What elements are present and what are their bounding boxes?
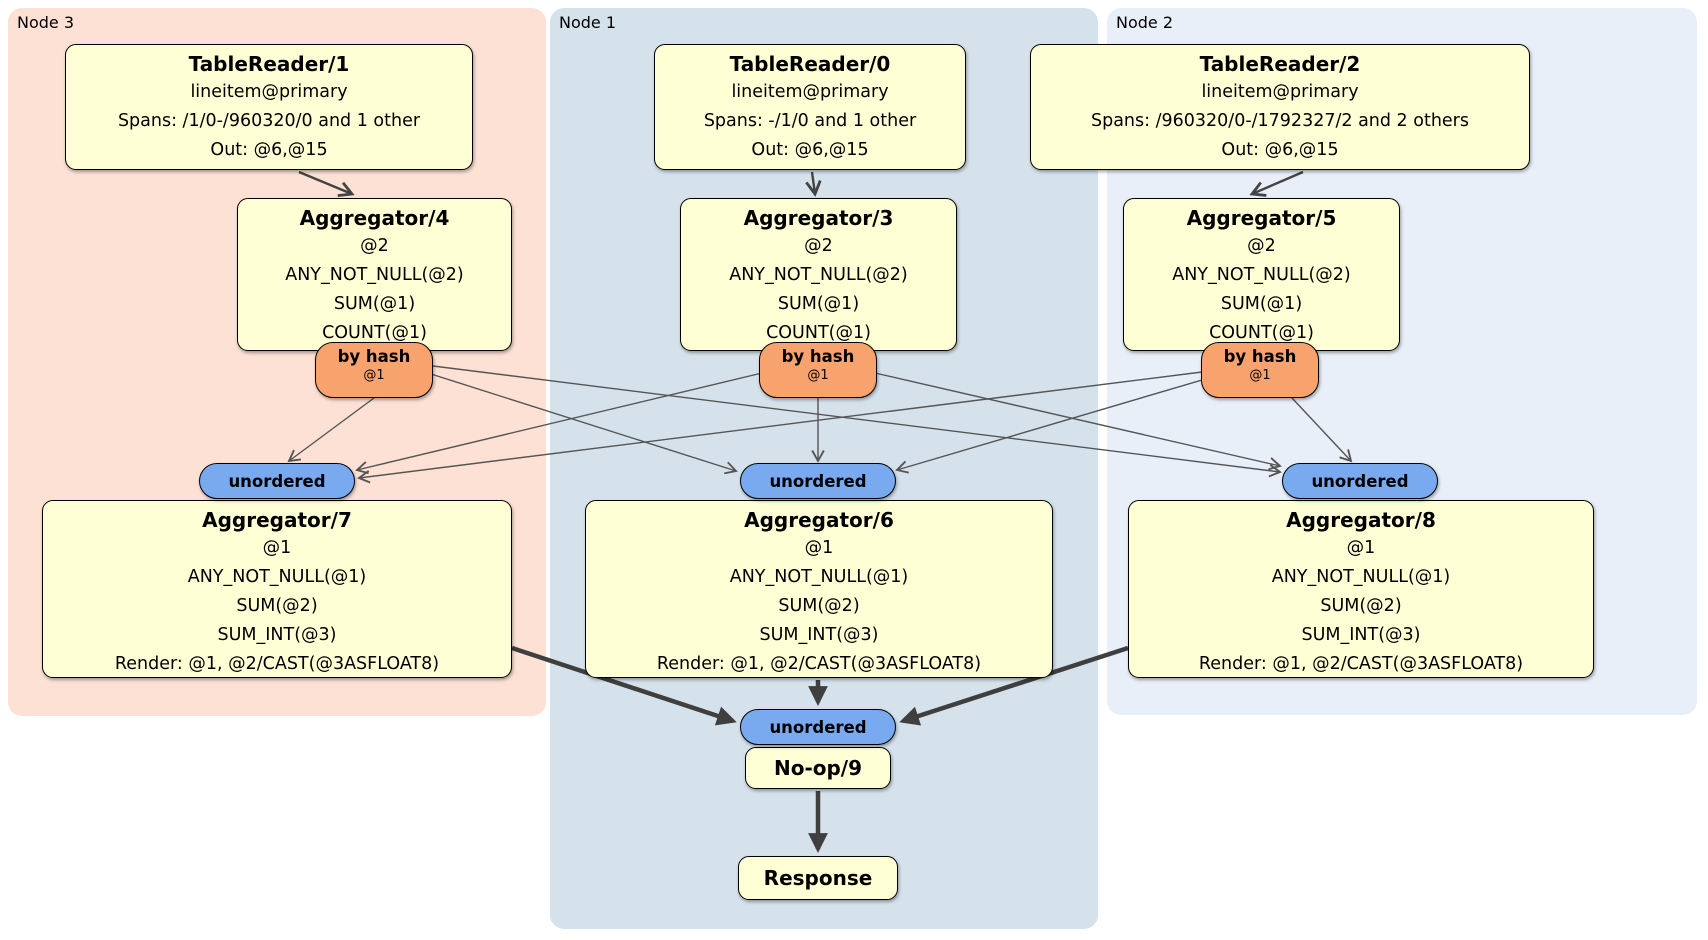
processor-tablereader-2: TableReader/2 lineitem@primary Spans: /9… bbox=[1030, 44, 1530, 170]
processor-title: TableReader/2 bbox=[1199, 52, 1361, 76]
processor-title: Aggregator/4 bbox=[299, 206, 450, 230]
processor-detail: ANY_NOT_NULL(@2) bbox=[1172, 265, 1351, 285]
processor-detail: @2 bbox=[1247, 236, 1276, 256]
stream-unordered-node3: unordered bbox=[199, 463, 355, 499]
processor-detail: SUM(@1) bbox=[1220, 294, 1303, 314]
processor-detail: @1 bbox=[1346, 538, 1376, 558]
processor-title: TableReader/1 bbox=[188, 52, 350, 76]
processor-title: TableReader/0 bbox=[729, 52, 891, 76]
processor-aggregator-5: Aggregator/5 @2 ANY_NOT_NULL(@2) SUM(@1)… bbox=[1123, 198, 1400, 351]
router-by-hash-node1: by hash @1 bbox=[759, 342, 877, 398]
processor-detail: lineitem@primary bbox=[190, 82, 348, 102]
router-label: by hash bbox=[1223, 347, 1297, 366]
processor-detail: ANY_NOT_NULL(@1) bbox=[1271, 567, 1451, 587]
router-by-hash-node3: by hash @1 bbox=[315, 342, 433, 398]
processor-detail: SUM(@1) bbox=[333, 294, 416, 314]
processor-detail: Render: @1, @2/CAST(@3ASFLOAT8) bbox=[656, 654, 982, 674]
processor-title: Aggregator/5 bbox=[1186, 206, 1337, 230]
processor-title: Aggregator/6 bbox=[744, 508, 894, 532]
processor-detail: Spans: /1/0-/960320/0 and 1 other bbox=[117, 111, 421, 131]
processor-aggregator-8: Aggregator/8 @1 ANY_NOT_NULL(@1) SUM(@2)… bbox=[1128, 500, 1594, 678]
processor-detail: SUM_INT(@3) bbox=[1301, 625, 1421, 645]
processor-detail: @2 bbox=[804, 236, 833, 256]
processor-title: Aggregator/7 bbox=[202, 508, 352, 532]
router-columns: @1 bbox=[363, 368, 385, 383]
processor-detail: ANY_NOT_NULL(@1) bbox=[187, 567, 367, 587]
processor-detail: lineitem@primary bbox=[1201, 82, 1359, 102]
processor-aggregator-3: Aggregator/3 @2 ANY_NOT_NULL(@2) SUM(@1)… bbox=[680, 198, 957, 351]
router-columns: @1 bbox=[807, 368, 829, 383]
processor-detail: SUM(@1) bbox=[777, 294, 860, 314]
router-columns: @1 bbox=[1249, 368, 1271, 383]
processor-tablereader-0: TableReader/0 lineitem@primary Spans: -/… bbox=[654, 44, 966, 170]
processor-detail: @2 bbox=[360, 236, 389, 256]
processor-detail: SUM_INT(@3) bbox=[759, 625, 879, 645]
processor-detail: SUM(@2) bbox=[236, 596, 318, 616]
processor-aggregator-6: Aggregator/6 @1 ANY_NOT_NULL(@1) SUM(@2)… bbox=[585, 500, 1053, 678]
processor-detail: SUM(@2) bbox=[778, 596, 860, 616]
stream-unordered-node2: unordered bbox=[1282, 463, 1438, 499]
stream-label: unordered bbox=[1311, 471, 1409, 491]
processor-detail: Render: @1, @2/CAST(@3ASFLOAT8) bbox=[114, 654, 440, 674]
router-by-hash-node2: by hash @1 bbox=[1201, 342, 1319, 398]
stream-label: unordered bbox=[769, 471, 867, 491]
processor-detail: @1 bbox=[262, 538, 292, 558]
processor-detail: COUNT(@1) bbox=[322, 323, 427, 343]
processor-detail: SUM_INT(@3) bbox=[217, 625, 337, 645]
region-node1-label: Node 1 bbox=[559, 13, 617, 32]
processor-detail: Spans: /960320/0-/1792327/2 and 2 others bbox=[1090, 111, 1469, 131]
processor-detail: lineitem@primary bbox=[731, 82, 889, 102]
processor-detail: @1 bbox=[804, 538, 834, 558]
region-node2-label: Node 2 bbox=[1116, 13, 1174, 32]
processor-detail: COUNT(@1) bbox=[1209, 323, 1314, 343]
processor-detail: Render: @1, @2/CAST(@3ASFLOAT8) bbox=[1198, 654, 1524, 674]
processor-detail: ANY_NOT_NULL(@1) bbox=[729, 567, 909, 587]
router-label: by hash bbox=[781, 347, 855, 366]
processor-title: No-op/9 bbox=[773, 756, 863, 780]
stream-unordered-final: unordered bbox=[740, 709, 896, 745]
processor-title: Response bbox=[763, 866, 873, 890]
processor-title: Aggregator/8 bbox=[1286, 508, 1436, 532]
processor-detail: Spans: -/1/0 and 1 other bbox=[703, 111, 917, 131]
processor-aggregator-7: Aggregator/7 @1 ANY_NOT_NULL(@1) SUM(@2)… bbox=[42, 500, 512, 678]
stream-label: unordered bbox=[769, 717, 867, 737]
processor-aggregator-4: Aggregator/4 @2 ANY_NOT_NULL(@2) SUM(@1)… bbox=[237, 198, 512, 351]
processor-detail: COUNT(@1) bbox=[766, 323, 871, 343]
processor-title: Aggregator/3 bbox=[743, 206, 894, 230]
processor-detail: Out: @6,@15 bbox=[751, 140, 869, 160]
processor-response: Response bbox=[738, 856, 898, 900]
processor-detail: Out: @6,@15 bbox=[1221, 140, 1339, 160]
processor-noop-9: No-op/9 bbox=[745, 747, 891, 789]
stream-unordered-node1: unordered bbox=[740, 463, 896, 499]
router-label: by hash bbox=[337, 347, 411, 366]
processor-tablereader-1: TableReader/1 lineitem@primary Spans: /1… bbox=[65, 44, 473, 170]
region-node3-label: Node 3 bbox=[17, 13, 75, 32]
processor-detail: ANY_NOT_NULL(@2) bbox=[729, 265, 908, 285]
processor-detail: Out: @6,@15 bbox=[210, 140, 328, 160]
stream-label: unordered bbox=[228, 471, 326, 491]
processor-detail: ANY_NOT_NULL(@2) bbox=[285, 265, 464, 285]
processor-detail: SUM(@2) bbox=[1320, 596, 1402, 616]
